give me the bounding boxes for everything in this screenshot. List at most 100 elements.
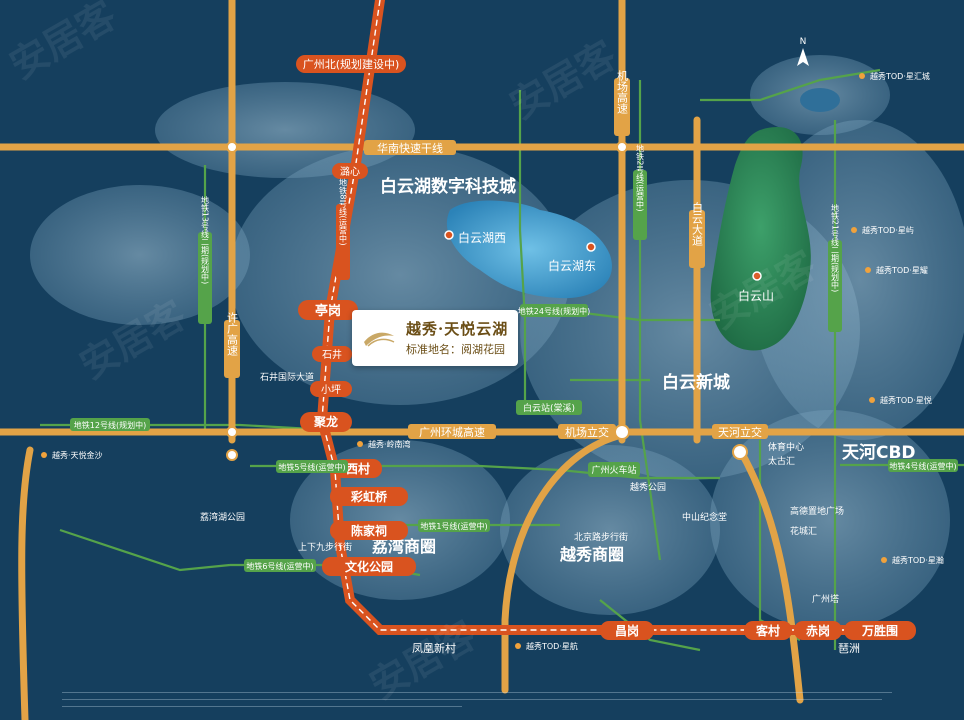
- metro-stations: 广州北(规划建设中) 潞心 亭岗 石井 小坪 聚龙 西村 彩虹桥 陈家祠 文化公…: [296, 55, 916, 640]
- station-badge: [296, 55, 406, 73]
- road-label-huanan: 华南快速干线: [377, 141, 443, 155]
- project-xinghuiyu: 越秀TOD·星耀: [876, 265, 928, 275]
- label-line6: 地铁6号线(运营中): [246, 561, 313, 571]
- footer-disclaimer: [62, 688, 902, 708]
- compass: N: [797, 37, 809, 66]
- district-baiyun-new-city: 白云新城: [662, 372, 730, 393]
- road-label-jichang-gaosu: 机场高速: [616, 69, 629, 114]
- project-markers: 越秀TOD·星汇城 越秀TOD·星屿 越秀TOD·星耀 越秀TOD·星悦 越秀·…: [41, 71, 944, 651]
- project-marker-icon: [41, 452, 47, 458]
- line3-path: [518, 90, 527, 410]
- line-northeast-path: [700, 68, 881, 102]
- station-badge: [600, 621, 654, 640]
- station-wanshengwei: 万胜围: [861, 623, 898, 638]
- road-label-xuguang: 许广高速: [226, 312, 239, 356]
- brand-card: 越秀·天悦云湖 标准地名：阅湖花园: [352, 310, 518, 366]
- poi-shangxiajiu: 上下九步行街: [298, 541, 352, 553]
- road-label-baiyun-avenue: 白云大道: [691, 201, 704, 246]
- station-badge: [332, 163, 368, 179]
- road-label-bg-tianhe-lijiao: [712, 424, 768, 439]
- road-label-bg-xuguang: [224, 320, 240, 378]
- line8-label-bg: [336, 204, 350, 280]
- place-baiyun-mountain: 白云山: [738, 288, 774, 303]
- zone-yuexiu: [500, 445, 720, 615]
- road-label-jichang-lijiao: 机场立交: [565, 425, 609, 439]
- baiyun-mountain-area: [710, 126, 811, 351]
- metro-line-labels: 地铁8号线(运营中) 地铁12号线(规划中) 地铁5号线(运营中) 地铁1号线(…: [70, 143, 958, 572]
- footer-line: [62, 692, 892, 693]
- station-caihongqiao: 彩虹桥: [350, 489, 388, 504]
- label-line2: 地铁2号线(运营中): [636, 143, 645, 211]
- brand-subtitle: 标准地名：阅湖花园: [406, 343, 505, 356]
- station-chigang: 赤岗: [806, 623, 830, 638]
- project-lingnan: 越秀·岭南湾: [368, 439, 411, 449]
- line-south-path: [599, 599, 701, 652]
- station-badge: [794, 621, 842, 640]
- station-kecun: 客村: [755, 623, 780, 638]
- district-baiyun-lake-tech: 白云湖数字科技城: [380, 176, 516, 197]
- district-yuexiu-circle: 越秀商圈: [559, 545, 624, 564]
- line4-label-bg: [888, 459, 958, 472]
- road-label-bg-ring: [408, 424, 496, 439]
- road-tianhe-south: [736, 446, 804, 704]
- baiyun-lake: [446, 200, 612, 299]
- road-labels: 华南快速干线 广州环城高速 机场立交 天河立交 机场高速 许广高速 白云大道: [224, 69, 768, 439]
- line6-label-bg: [244, 559, 316, 572]
- station-guangzhou-railway: 广州火车站: [591, 464, 636, 476]
- project-marker-icon: [357, 441, 363, 447]
- interchanges: [226, 141, 748, 461]
- node-xibei: [226, 449, 238, 461]
- project-xingyu: 越秀TOD·星屿: [862, 225, 914, 235]
- place-fenghuang: 凤凰新村: [412, 641, 456, 655]
- project-star: 越秀TOD·星航: [526, 641, 578, 651]
- compass-arrow: [797, 48, 809, 66]
- pin-icon: [444, 230, 454, 240]
- road-label-tianhe-lijiao: 天河立交: [718, 425, 762, 439]
- station-shijing: 石井: [322, 348, 342, 361]
- place-baiyun-lake-west: 白云湖西: [458, 230, 506, 245]
- line13-label-bg: [198, 232, 212, 324]
- project-marker-icon: [515, 643, 521, 649]
- project-marker-icon: [859, 73, 865, 79]
- station-guangzhou-north: 广州北(规划建设中): [303, 57, 400, 71]
- label-line13: 地铁13号线二期(规划中): [201, 195, 210, 284]
- zone-west: [30, 185, 250, 325]
- project-marker-icon: [865, 267, 871, 273]
- poi-taigu: 太古汇: [768, 455, 795, 467]
- station-badge-green: [516, 400, 582, 415]
- line21-label-bg: [828, 240, 842, 332]
- station-xicun: 西村: [346, 461, 370, 476]
- station-baiyunzhan: 白云站(棠溪): [523, 402, 575, 414]
- road-label-bg-jichang-lijiao: [558, 424, 616, 439]
- station-chenjiaci: 陈家祠: [351, 523, 387, 538]
- road-label-ring: 广州环城高速: [419, 425, 485, 439]
- project-marker-icon: [869, 397, 875, 403]
- line-southwest-path: [59, 528, 231, 572]
- footer-line: [62, 699, 882, 700]
- road-label-bg-huanan: [364, 140, 456, 155]
- poi-zhongshan: 中山纪念堂: [682, 511, 727, 523]
- poi-huacheng: 花城汇: [790, 525, 817, 537]
- district-labels: 白云湖数字科技城 白云新城 天河CBD 荔湾商圈 越秀商圈: [371, 176, 916, 564]
- station-badge: [744, 621, 792, 640]
- road-west: [18, 446, 34, 720]
- poi-yuexiu-park: 越秀公园: [630, 481, 666, 493]
- project-marker-icon: [851, 227, 857, 233]
- project-tianyu: 越秀·天悦金沙: [52, 450, 103, 460]
- line12-label-bg: [70, 418, 150, 431]
- poi-liwan-lake: 荔湾湖公园: [200, 511, 245, 523]
- place-labels: 白云湖西 白云湖东 白云山 凤凰新村 琶洲: [412, 230, 860, 655]
- poi-beijinglu: 北京路步行街: [574, 531, 628, 543]
- poi-tiyu: 体育中心: [768, 441, 804, 453]
- station-badge: [330, 521, 408, 540]
- label-line5: 地铁5号线(运营中): [278, 462, 345, 472]
- station-badge: [322, 557, 416, 576]
- line24-label-bg: [520, 304, 588, 317]
- label-line12: 地铁12号线(规划中): [74, 420, 146, 430]
- green-stations: 白云站(棠溪) 广州火车站: [516, 400, 640, 477]
- project-tod-main: 越秀TOD·星瀚: [892, 555, 944, 565]
- node-tianhe-lijiao: [732, 444, 748, 460]
- label-line21: 地铁21号线二期(规划中): [831, 203, 840, 292]
- road-ring-south: [501, 431, 626, 694]
